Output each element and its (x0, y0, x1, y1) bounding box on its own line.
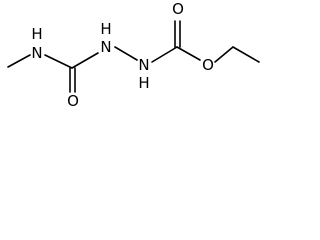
chemical-structure: H N O H N N H O O (7, 0, 260, 110)
bond-urea-carbon-nh (71, 52, 99, 69)
bond-nh-urea-carbon (44, 54, 73, 69)
atom-labels: H N O H N N H O O (31, 0, 214, 110)
atom-label-h-middle: H (100, 20, 111, 38)
atom-label-n-left: N (31, 44, 42, 62)
atom-label-n-middle: N (100, 38, 111, 56)
atom-label-o-urea: O (67, 92, 79, 110)
atom-label-h-right: H (138, 74, 149, 92)
bond-nh-carbamate-carbon (151, 46, 178, 63)
atom-label-o-ester: O (202, 56, 214, 74)
atom-label-h-left: H (31, 25, 42, 43)
bond-methyl-nh (7, 54, 31, 68)
atom-label-n-right: N (138, 56, 149, 74)
bonds (7, 20, 260, 93)
atom-label-o-carbonyl: O (172, 0, 184, 18)
bond-oxygen-ch2 (214, 46, 234, 63)
bond-hydrazine-nn (114, 46, 138, 61)
bond-ch2-ch3 (232, 46, 260, 63)
bond-carbamate-carbon-oxygen (176, 46, 201, 61)
